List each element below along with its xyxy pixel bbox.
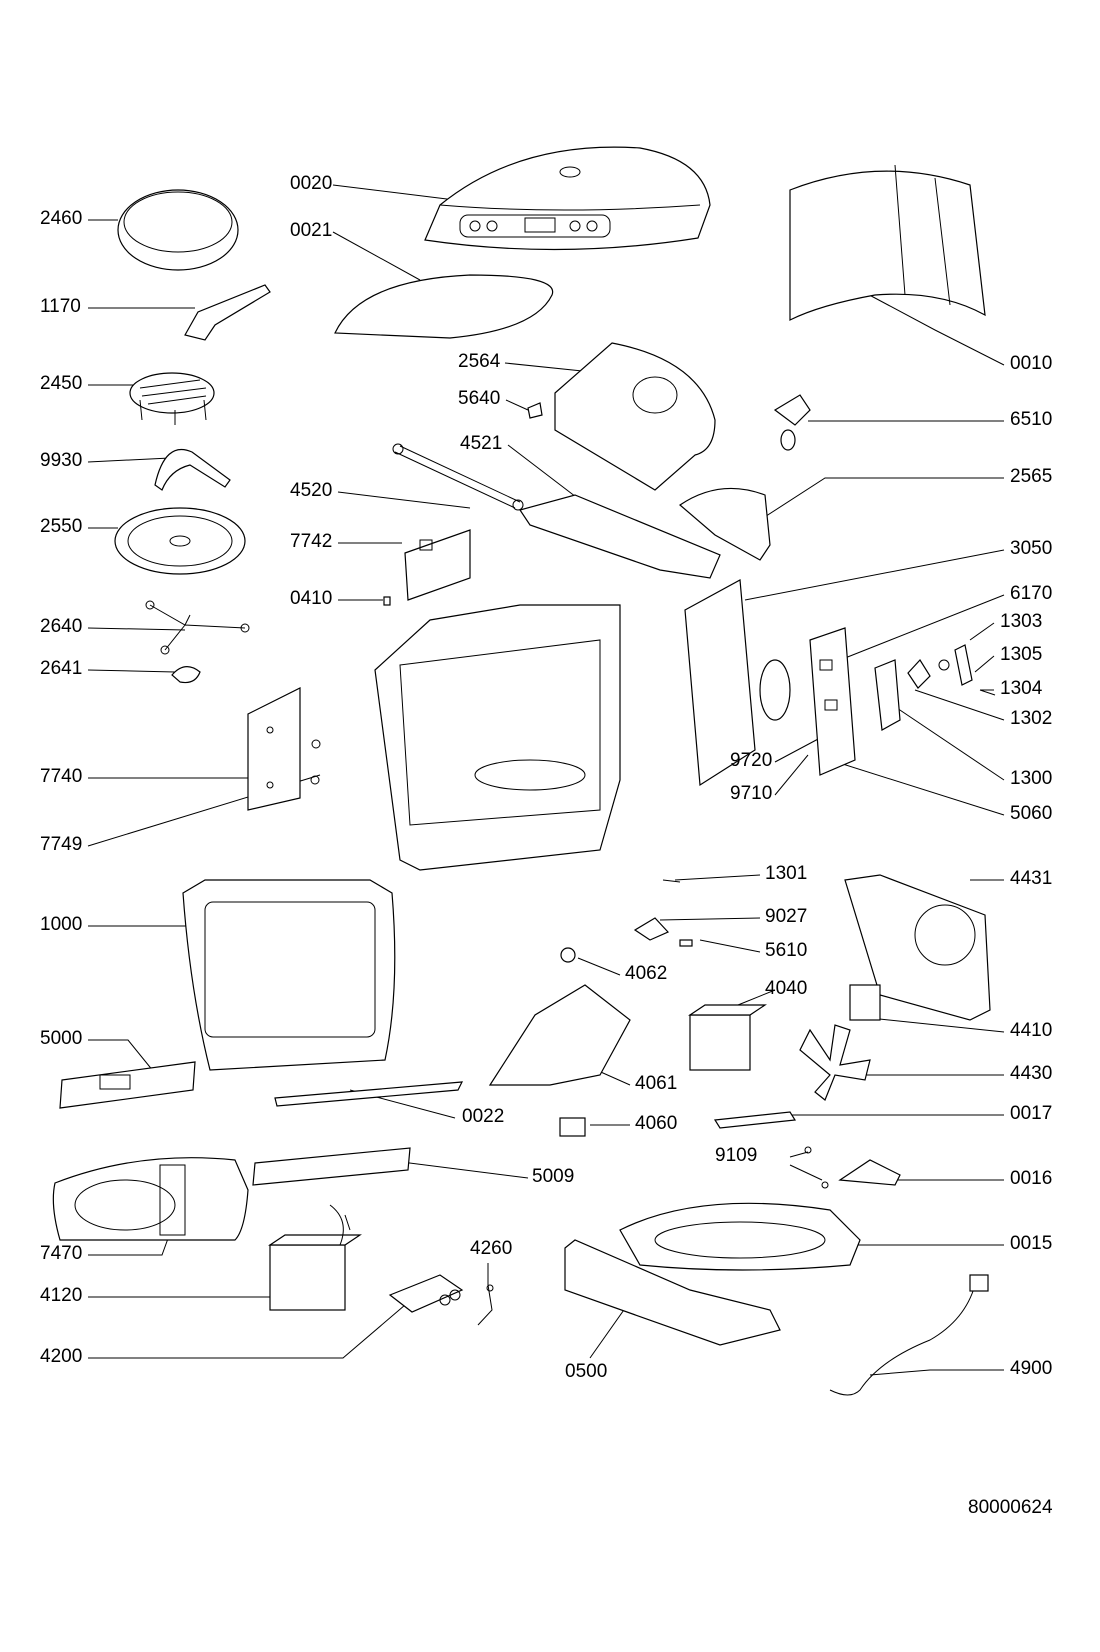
callout-5640: 5640 (458, 388, 501, 409)
part-0022-strip (274, 1081, 464, 1107)
part-0015-base (619, 1202, 861, 1271)
callout-4900: 4900 (1010, 1358, 1053, 1379)
part-1300-latch-lever (874, 659, 901, 731)
part-5009-plate (252, 1147, 411, 1186)
callout-0500: 0500 (565, 1361, 608, 1382)
callout-1302: 1302 (1010, 708, 1053, 729)
callout-4120: 4120 (40, 1285, 83, 1306)
callout-5060: 5060 (1010, 803, 1053, 824)
callout-1301: 1301 (765, 863, 808, 884)
part-4040-transformer (688, 1004, 767, 1071)
part-0500-front-panel (564, 1239, 781, 1346)
callout-0022: 0022 (462, 1106, 505, 1127)
callout-0017: 0017 (1010, 1103, 1053, 1124)
callout-7470: 7470 (40, 1243, 83, 1264)
callout-4520: 4520 (290, 480, 333, 501)
callout-2460: 2460 (40, 208, 83, 229)
part-2564-waveguide-cover (554, 342, 716, 491)
callout-1000: 1000 (40, 914, 83, 935)
callout-3050: 3050 (1010, 538, 1053, 559)
part-1000-door (182, 879, 396, 1071)
part-9930-clip (154, 448, 231, 491)
part-0010-outer-case (789, 164, 986, 321)
part-2450-grill-rack (129, 372, 215, 425)
callout-1305: 1305 (1000, 644, 1043, 665)
callout-1303: 1303 (1000, 611, 1043, 632)
callout-4431: 4431 (1010, 868, 1053, 889)
callout-2564: 2564 (458, 351, 501, 372)
callout-2550: 2550 (40, 516, 83, 537)
callout-7749: 7749 (40, 834, 83, 855)
part-4900-power-cord (829, 1274, 989, 1396)
part-4120-transformer (268, 1204, 362, 1311)
part-2640-rotating-ring (145, 600, 250, 655)
callout-7742: 7742 (290, 531, 333, 552)
part-7740-shield (247, 687, 321, 811)
part-6510-lamp (773, 394, 811, 451)
callout-1170: 1170 (40, 296, 81, 317)
callout-0021: 0021 (290, 220, 333, 241)
callout-9720: 9720 (730, 750, 773, 771)
part-2565-cover (679, 487, 771, 561)
callout-9930: 9930 (40, 450, 83, 471)
part-0017-0016-brackets (713, 1111, 901, 1189)
part-1301-9027-5610 (633, 879, 693, 947)
part-6170-interlock-plate (809, 627, 856, 776)
callout-2450: 2450 (40, 373, 83, 394)
part-4200-capacitor (388, 1274, 464, 1313)
part-0410-screw (383, 596, 391, 606)
callout-2640: 2640 (40, 616, 83, 637)
callout-4061: 4061 (635, 1073, 678, 1094)
callout-0010: 0010 (1010, 353, 1053, 374)
part-4260-diode (477, 1284, 494, 1326)
callout-4040: 4040 (765, 978, 808, 999)
part-0020-top-cover (424, 146, 711, 251)
part-4410-4430-fan-motor (799, 984, 881, 1101)
part-7470-front-frame (52, 1157, 249, 1241)
callout-4430: 4430 (1010, 1063, 1053, 1084)
part-7742-shield (404, 529, 471, 601)
callout-1300: 1300 (1010, 768, 1053, 789)
callout-6170: 6170 (1010, 583, 1053, 604)
callout-5009: 5009 (532, 1166, 575, 1187)
callout-7740: 7740 (40, 766, 83, 787)
callout-4200: 4200 (40, 1346, 83, 1367)
part-2550-turntable (114, 507, 246, 575)
callout-4410: 4410 (1010, 1020, 1053, 1041)
part-4062-4061-4060 (488, 947, 631, 1137)
part-5640-clip (527, 402, 543, 419)
part-1302-1305-levers (907, 644, 996, 696)
callout-2565: 2565 (1010, 466, 1053, 487)
callout-5610: 5610 (765, 940, 808, 961)
callout-9109: 9109 (715, 1145, 758, 1166)
callout-4060: 4060 (635, 1113, 678, 1134)
part-0021-cover-plate (334, 274, 554, 339)
callout-6510: 6510 (1010, 409, 1053, 430)
callout-0016: 0016 (1010, 1168, 1053, 1189)
callout-4062: 4062 (625, 963, 668, 984)
part-5000-control-board (59, 1061, 196, 1109)
part-2460-crisp-plate (117, 189, 239, 271)
callout-0410: 0410 (290, 588, 333, 609)
callout-5000: 5000 (40, 1028, 83, 1049)
callout-4260: 4260 (470, 1238, 513, 1259)
part-4520-grill-element (392, 443, 524, 511)
callout-9027: 9027 (765, 906, 808, 927)
callout-0015: 0015 (1010, 1233, 1053, 1254)
callout-9710: 9710 (730, 783, 773, 804)
callout-2641: 2641 (40, 658, 83, 679)
callout-1304: 1304 (1000, 678, 1043, 699)
callout-0020: 0020 (290, 173, 333, 194)
part-3050-switch-bracket (684, 579, 791, 787)
callout-4521: 4521 (460, 433, 503, 454)
document-number: 80000624 (968, 1497, 1053, 1518)
part-1170-handle (184, 284, 271, 341)
part-4521-reflector (519, 494, 721, 579)
part-1300-3050-cavity (374, 604, 621, 871)
part-2641-coupler (171, 666, 201, 684)
